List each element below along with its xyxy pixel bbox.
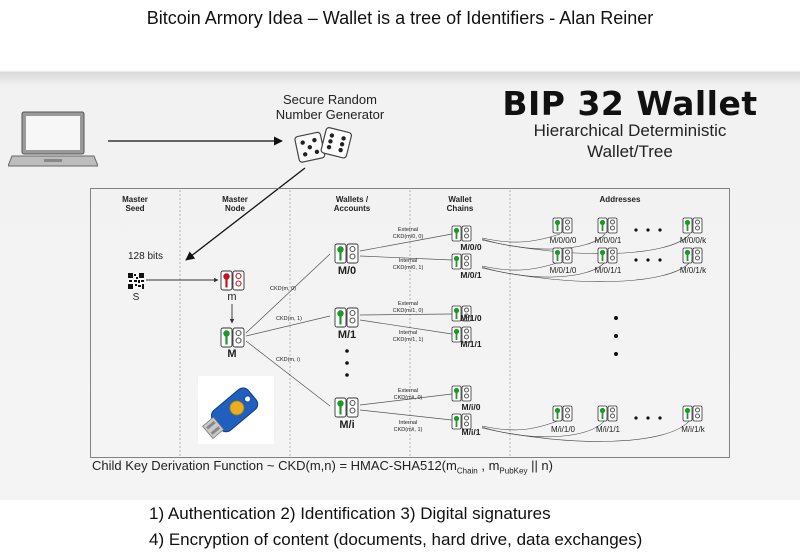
addr-M001: M/0/0/1 [595,236,622,245]
keypair-icon-a01k [682,247,703,264]
keypair-icon-a00k [682,217,703,234]
edge-ckd-m00: CKD(m/0, 0) [393,234,424,240]
col-wallets-1: Wallets / [336,195,369,204]
addr-Mi11: M/i/1/1 [596,425,621,434]
edge-ckd-m1: CKD(m, 1) [276,316,302,322]
keypair-icon-M0 [334,243,359,264]
hd-wallet-tree: Master Seed Master Node Wallets / Accoun… [90,188,730,458]
edge-ext-1: External [398,301,418,307]
keypair-icon-M00 [451,225,472,242]
edge-int-1: Internal [399,330,417,336]
column-separators [179,190,511,456]
edge-ckd-m01: CKD(m/0, 1) [393,265,424,271]
node-M00: M/0/0 [460,242,482,252]
addr-M010: M/0/1/0 [550,266,577,275]
node-M: M [227,348,236,360]
col-master-seed-2: Seed [125,204,144,213]
bip32-subtitle-line1: Hierarchical Deterministic [533,121,727,140]
formula-sub-pubkey: PubKey [499,466,528,476]
accounts-ellipsis [345,349,349,377]
node-Mi: M/i [339,419,354,431]
node-M1: M/1 [338,329,356,341]
keypair-icon-m [220,270,245,291]
formula-sub-chain: Chain [456,466,478,476]
edge-int-i: Internal [399,420,417,426]
formula-suffix: || n) [527,458,553,473]
keypair-icon-a010 [552,247,573,264]
bip32-subtitle: Hierarchical Deterministic Wallet/Tree [470,120,790,162]
edge-ckd-m11: CKD(m/1, 1) [393,337,424,343]
qr-code-icon [128,273,144,289]
keypair-icon-a011 [597,247,618,264]
keypair-icon-Mi [334,397,359,418]
keypair-icon-a001 [597,217,618,234]
col-addresses: Addresses [600,195,641,204]
formula-mid: , m [477,458,500,473]
node-M01: M/0/1 [460,270,482,280]
seed-bits-label: 128 bits [128,251,163,262]
addr-Mi10: M/i/1/0 [551,425,576,434]
keypair-icon-Mi0 [451,385,472,402]
rng-label-line2: Number Generator [275,107,385,122]
address-ellipsis [614,228,662,420]
bip32-title: BIP 32 Wallet [502,84,758,123]
keypair-icon-M1 [334,307,359,328]
usb-security-key-icon [198,376,274,444]
keypair-icon-M [220,327,245,348]
seed-label: S [133,292,140,303]
edge-ext-i: External [398,388,418,394]
keypair-icon-ai11 [597,405,618,422]
usage-line-2: 4) Encryption of content (documents, har… [149,530,643,549]
edge-int-0: Internal [399,258,417,264]
keypair-icon-ai1k [682,405,703,422]
bip32-subtitle-line2: Wallet/Tree [587,142,673,161]
rng-label-line1: Secure Random [283,92,377,107]
edge-ckd-mi0: CKD(m/i, 0) [394,395,423,401]
dice-icon [294,127,352,163]
keypair-icon-ai10 [552,405,573,422]
formula-prefix: Child Key Derivation Function ~ CKD(m,n)… [92,458,457,473]
addr-M00k: M/0/0/k [680,236,707,245]
node-M11: M/1/1 [460,339,482,349]
col-chains-1: Wallet [448,195,472,204]
addr-M011: M/0/1/1 [595,266,622,275]
diagram-frame [90,188,730,458]
edge-ckd-mi: CKD(m, i) [276,357,300,363]
col-master-node-1: Master [222,195,248,204]
col-master-seed-1: Master [122,195,148,204]
usage-line-1: 1) Authentication 2) Identification 3) D… [149,504,551,523]
edge-ckd-m0: CKD(m, 0) [270,286,296,292]
addr-M01k: M/0/1/k [680,266,707,275]
slide-title: Bitcoin Armory Idea – Wallet is a tree o… [146,8,654,28]
edge-ckd-m10: CKD(m/1, 0) [393,308,424,314]
edge-ext-0: External [398,227,418,233]
col-master-node-2: Node [225,204,246,213]
node-M10: M/1/0 [460,313,482,323]
col-wallets-2: Accounts [334,204,371,213]
node-Mi1: M/i/1 [462,427,481,437]
ckd-formula: Child Key Derivation Function ~ CKD(m,n)… [92,458,732,476]
col-chains-2: Chains [447,204,474,213]
addr-Mi1k: M/i/1/k [681,425,706,434]
keypair-icon-a000 [552,217,573,234]
rng-label: Secure Random Number Generator [250,92,410,122]
laptop-icon [8,111,98,167]
node-Mi0: M/i/0 [462,402,481,412]
node-M0: M/0 [338,265,356,277]
addr-M000: M/0/0/0 [550,236,577,245]
edge-ckd-mi1: CKD(m/i, 1) [394,427,423,433]
node-m: m [227,291,236,303]
keypair-icon-M01 [451,253,472,270]
